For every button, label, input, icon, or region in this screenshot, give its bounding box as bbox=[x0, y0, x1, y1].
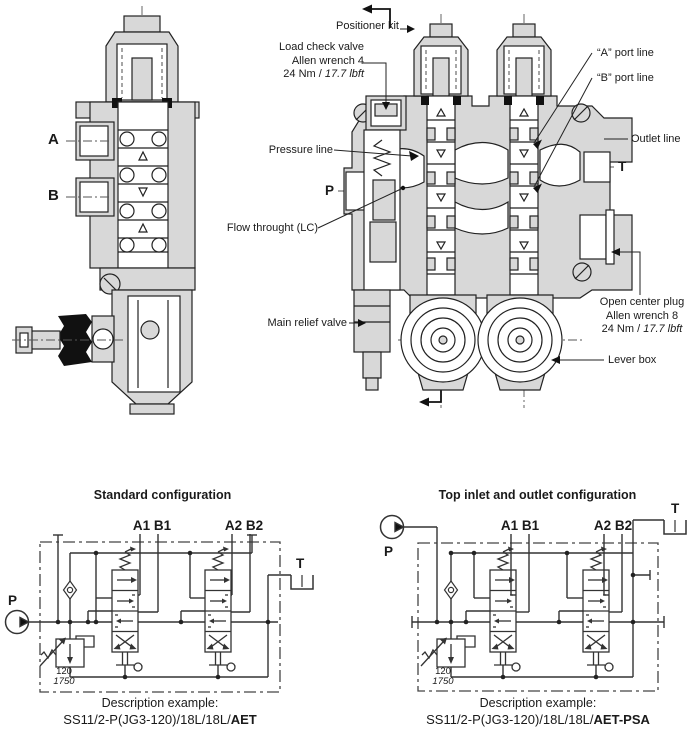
positioner-kit-label: Positioner kit bbox=[336, 20, 399, 32]
lever-box-part bbox=[400, 294, 486, 391]
main-relief-valve-label: Main relief valve bbox=[267, 317, 347, 329]
positioner-cap bbox=[105, 15, 179, 103]
t-outlet-port bbox=[583, 151, 611, 183]
port-b-label: B bbox=[48, 187, 59, 204]
directional-valve-symbol-1 bbox=[111, 545, 143, 672]
description-example-value: SS11/2-P(JG3-120)/18L/18L/AET-PSA bbox=[426, 712, 650, 727]
leader-flow-through bbox=[317, 185, 406, 229]
leader-load-check bbox=[363, 62, 390, 110]
junction-dots bbox=[434, 550, 636, 680]
circuit-boundary bbox=[417, 542, 659, 692]
lever-box-part bbox=[477, 294, 563, 391]
check-valve-symbol bbox=[62, 580, 78, 600]
leader-lever-box bbox=[551, 356, 604, 364]
spool-column bbox=[504, 95, 544, 296]
p-label: P bbox=[8, 593, 18, 608]
single-section-cutaway bbox=[12, 6, 200, 415]
b-port-line-label: “B” port line bbox=[597, 72, 654, 84]
t-label: T bbox=[671, 501, 680, 516]
port-p-label: P bbox=[325, 183, 335, 198]
leader-main-relief bbox=[349, 319, 366, 327]
load-check-valve-label: Load check valve Allen wrench 4 24 Nm / … bbox=[279, 41, 364, 80]
a2b2-label: A2 B2 bbox=[593, 518, 633, 533]
relief-setting-secondary: 1750 bbox=[53, 676, 75, 687]
t-label: T bbox=[296, 556, 305, 571]
a1b1-label: A1 B1 bbox=[500, 518, 540, 533]
p-label: P bbox=[384, 544, 394, 559]
tank-symbol bbox=[290, 574, 314, 590]
relief-setting-primary: 120 bbox=[435, 666, 451, 677]
directional-valve-symbol-2 bbox=[204, 545, 236, 672]
positioner-kit-cap bbox=[413, 23, 469, 97]
a2b2-label: A2 B2 bbox=[224, 518, 264, 533]
hand-lever bbox=[12, 314, 125, 366]
positioner-kit-cap bbox=[496, 23, 552, 97]
relief-setting-secondary: 1750 bbox=[432, 676, 454, 687]
schematic-title-top-inlet: Top inlet and outlet configuration bbox=[438, 488, 637, 502]
assembly-cutaway bbox=[317, 4, 641, 408]
relief-valve-symbol bbox=[39, 635, 95, 668]
pump-symbol bbox=[379, 514, 405, 540]
port-leader-lines bbox=[66, 140, 112, 198]
relief-valve-symbol bbox=[420, 635, 476, 668]
a1b1-label: A1 B1 bbox=[132, 518, 172, 533]
directional-valve-symbol-1 bbox=[489, 545, 521, 672]
open-center-plug-label: Open center plug Allen wrench 8 24 Nm / … bbox=[599, 296, 685, 335]
leader-pressure-line bbox=[333, 149, 419, 161]
schematic-title-standard: Standard configuration bbox=[93, 488, 232, 502]
leader-a-port-line bbox=[533, 52, 593, 149]
port-a-label: A bbox=[48, 131, 59, 148]
junction-dots bbox=[55, 550, 271, 680]
pressure-line-label: Pressure line bbox=[268, 144, 333, 156]
description-example-label: Description example: bbox=[479, 696, 597, 710]
leader-b-port-line bbox=[533, 77, 593, 193]
lever-box-housing bbox=[99, 267, 196, 415]
outlet-line-label: Outlet line bbox=[631, 133, 681, 145]
lever-box-label: Lever box bbox=[608, 354, 657, 366]
circuit-boundary bbox=[39, 541, 281, 693]
open-center-bore bbox=[579, 214, 607, 260]
directional-valve-symbol-2 bbox=[582, 545, 614, 672]
check-valve-symbol bbox=[443, 580, 459, 600]
a-port-line-label: “A” port line bbox=[597, 47, 654, 59]
spool-bore bbox=[117, 101, 169, 269]
description-example-label: Description example: bbox=[101, 696, 219, 710]
flow-direction-arrow-top bbox=[362, 4, 391, 28]
leader-open-center-plug bbox=[611, 248, 641, 295]
spool-column bbox=[421, 95, 461, 296]
flow-direction-arrow-bottom bbox=[419, 388, 442, 407]
port-t-label: T bbox=[618, 159, 627, 174]
leader-positioner-kit bbox=[400, 25, 415, 33]
hydraulic-schematic-standard bbox=[4, 534, 314, 693]
open-center-plug-plate bbox=[605, 209, 615, 265]
hydraulic-schematic-top-inlet bbox=[379, 514, 687, 692]
tank-symbol bbox=[663, 519, 687, 535]
relief-setting-primary: 120 bbox=[56, 666, 72, 677]
description-example-value: SS11/2-P(JG3-120)/18L/18L/AET bbox=[63, 712, 257, 727]
pump-symbol bbox=[4, 609, 30, 635]
flow-through-label: Flow throught (LC) bbox=[226, 222, 318, 234]
